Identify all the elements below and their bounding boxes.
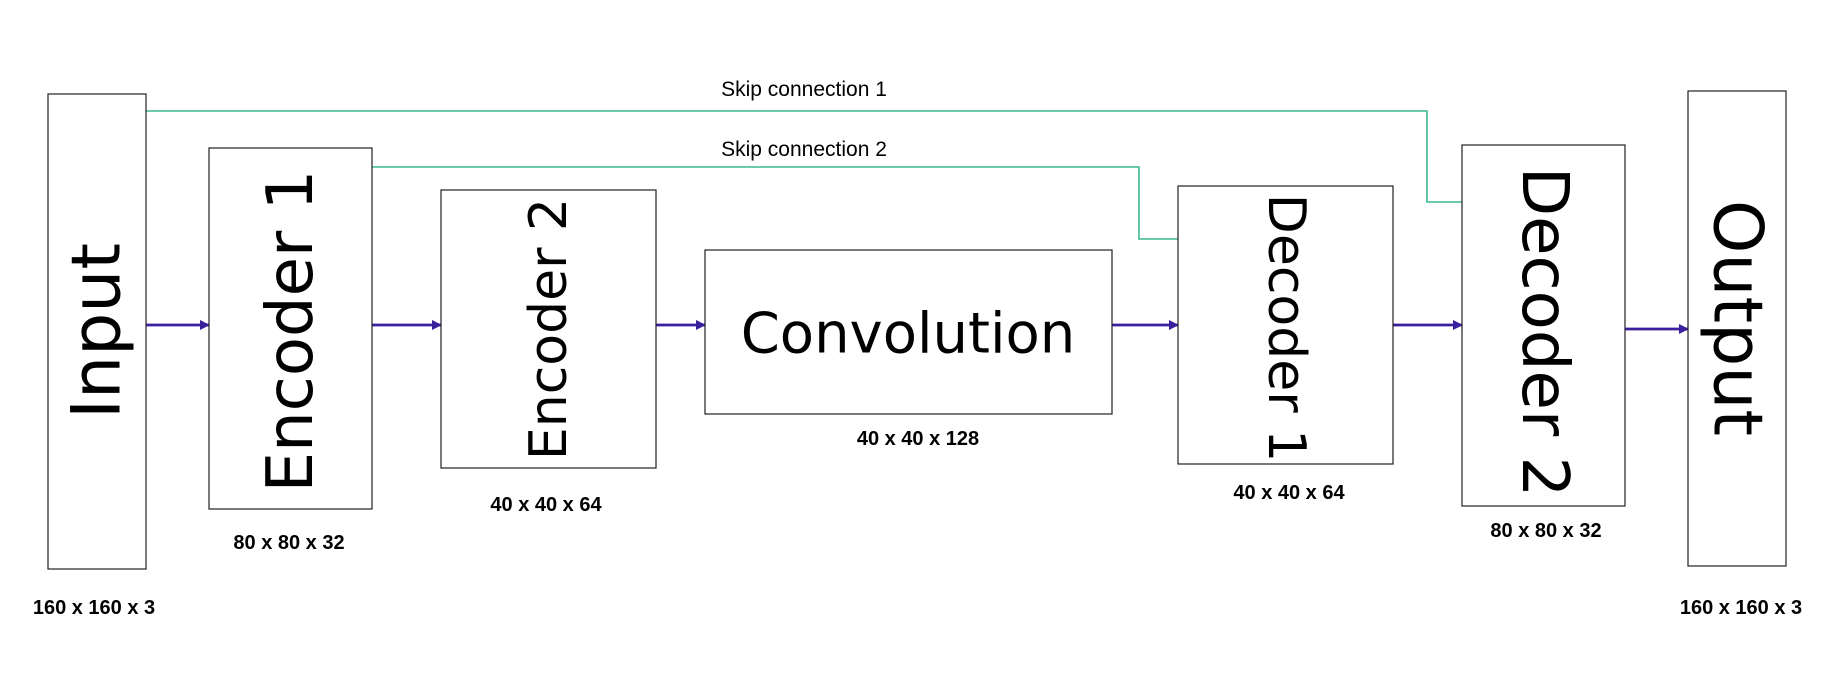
block-decoder-2-dims: 80 x 80 x 32: [1490, 520, 1601, 542]
block-encoder-1-dims: 80 x 80 x 32: [233, 532, 344, 554]
skip-connection-2-line: [372, 166, 1178, 240]
skip-connection-2-label: Skip connection 2: [721, 138, 887, 161]
block-decoder-1-dims: 40 x 40 x 64: [1233, 482, 1345, 504]
block-decoder-1: Decoder 1: [1177, 185, 1394, 465]
block-output: Output: [1687, 90, 1787, 567]
block-encoder-1: Encoder 1: [208, 147, 373, 510]
block-decoder-2-label: Decoder 2: [1507, 167, 1581, 497]
block-input-dims: 160 x 160 x 3: [33, 597, 155, 619]
block-convolution-dims: 40 x 40 x 128: [857, 428, 979, 450]
block-encoder-1-label: Encoder 1: [254, 170, 328, 493]
block-decoder-1-label: Decoder 1: [1256, 194, 1316, 462]
block-output-label: Output: [1698, 200, 1777, 436]
block-encoder-2: Encoder 2: [440, 189, 657, 469]
block-decoder-2: Decoder 2: [1461, 144, 1626, 507]
block-convolution-label: Convolution: [741, 302, 1076, 367]
skip-connection-1-label: Skip connection 1: [721, 78, 887, 101]
block-convolution: Convolution: [704, 249, 1113, 415]
block-encoder-2-label: Encoder 2: [519, 198, 579, 460]
skip-connection-1-line: [146, 110, 1462, 203]
block-encoder-2-dims: 40 x 40 x 64: [490, 494, 602, 516]
block-input: Input: [47, 93, 147, 570]
block-input-label: Input: [58, 243, 137, 419]
block-output-dims: 160 x 160 x 3: [1680, 597, 1802, 619]
